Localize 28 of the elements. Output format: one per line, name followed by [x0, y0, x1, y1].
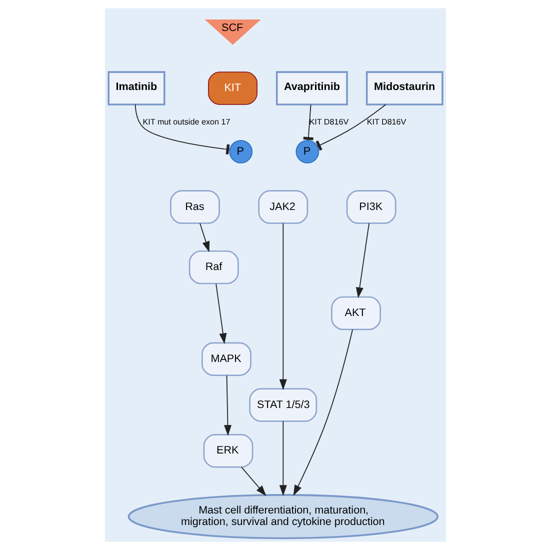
edge-label: KIT D816V — [366, 117, 406, 126]
arrow — [240, 466, 266, 496]
arrow — [215, 283, 226, 344]
node-box: Raf — [188, 250, 238, 284]
arrow — [292, 329, 352, 496]
node-box: Imatinib — [107, 71, 165, 106]
node-box: MAPK — [201, 342, 251, 376]
connector — [302, 104, 313, 141]
arrow — [355, 222, 370, 298]
node-box: KIT — [208, 72, 257, 105]
edge-label: KIT mut outside exon 17 — [142, 117, 230, 126]
arrow — [278, 222, 286, 390]
connector — [315, 104, 386, 151]
node-ellipse: Mast cell differentiation, maturation, migration, survival and cytokine production — [127, 494, 438, 540]
arrow — [223, 375, 232, 436]
arrow — [199, 222, 210, 252]
node-box: ERK — [202, 434, 253, 468]
arrow — [278, 420, 286, 496]
node-box: PI3K — [346, 190, 396, 224]
node-box: Midostaurin — [365, 71, 443, 106]
node-box: AKT — [330, 296, 380, 330]
connector — [134, 104, 230, 154]
node-box: Avapritinib — [275, 71, 348, 106]
node-circle: P — [295, 140, 319, 164]
node-box: STAT 1/5/3 — [248, 388, 317, 422]
node-box: JAK2 — [258, 190, 308, 224]
node-box: Ras — [170, 190, 220, 224]
node-circle: P — [228, 140, 252, 164]
